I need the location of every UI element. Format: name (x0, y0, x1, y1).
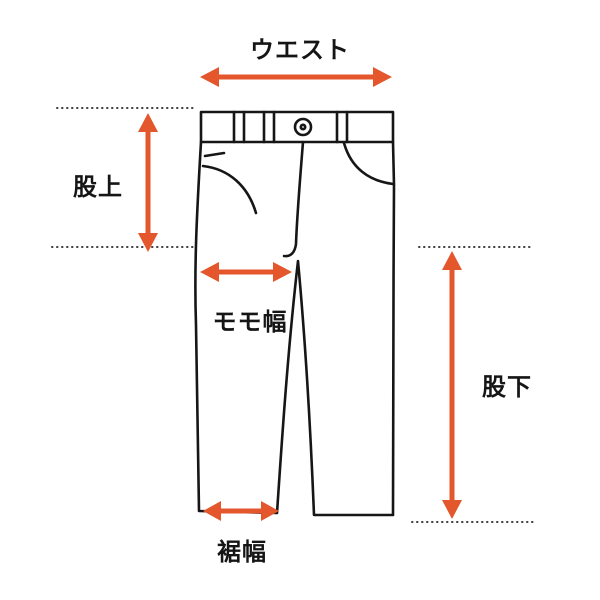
waist-arrow-head-right (373, 67, 392, 87)
thigh-arrow (200, 262, 292, 282)
waistband (199, 110, 395, 144)
label-waist: ウエスト (250, 37, 350, 64)
thigh-arrow-head-left (200, 262, 219, 282)
button (293, 117, 313, 137)
rise-arrow-head-bottom (138, 233, 158, 252)
left-pocket-top (203, 151, 226, 158)
thigh-arrow-head-right (273, 262, 292, 282)
rise-arrow-head-top (138, 113, 158, 132)
rise-arrow (138, 113, 158, 252)
label-thigh-width: モモ幅 (212, 309, 288, 336)
inseam-arrow-head-bottom (442, 500, 462, 519)
label-inseam: 股下 (482, 374, 532, 401)
waist-arrow-head-left (200, 67, 219, 87)
button-hole (299, 123, 307, 131)
belt-loops (232, 110, 349, 144)
right-pocket (342, 141, 395, 186)
label-hem-width: 裾幅 (217, 539, 267, 566)
pants-body (194, 140, 396, 517)
guide-lines (51, 107, 535, 523)
fly-seam (282, 140, 305, 258)
label-rise: 股上 (73, 174, 123, 201)
left-pocket (201, 164, 258, 215)
inseam-arrow (442, 251, 462, 519)
hem-arrow (203, 501, 279, 521)
pants-drawing (194, 110, 396, 517)
waist-arrow (200, 67, 392, 87)
inseam-arrow-head-top (442, 251, 462, 270)
hem-arrow-head-left (203, 501, 221, 521)
hem-arrow-head-right (261, 501, 279, 521)
